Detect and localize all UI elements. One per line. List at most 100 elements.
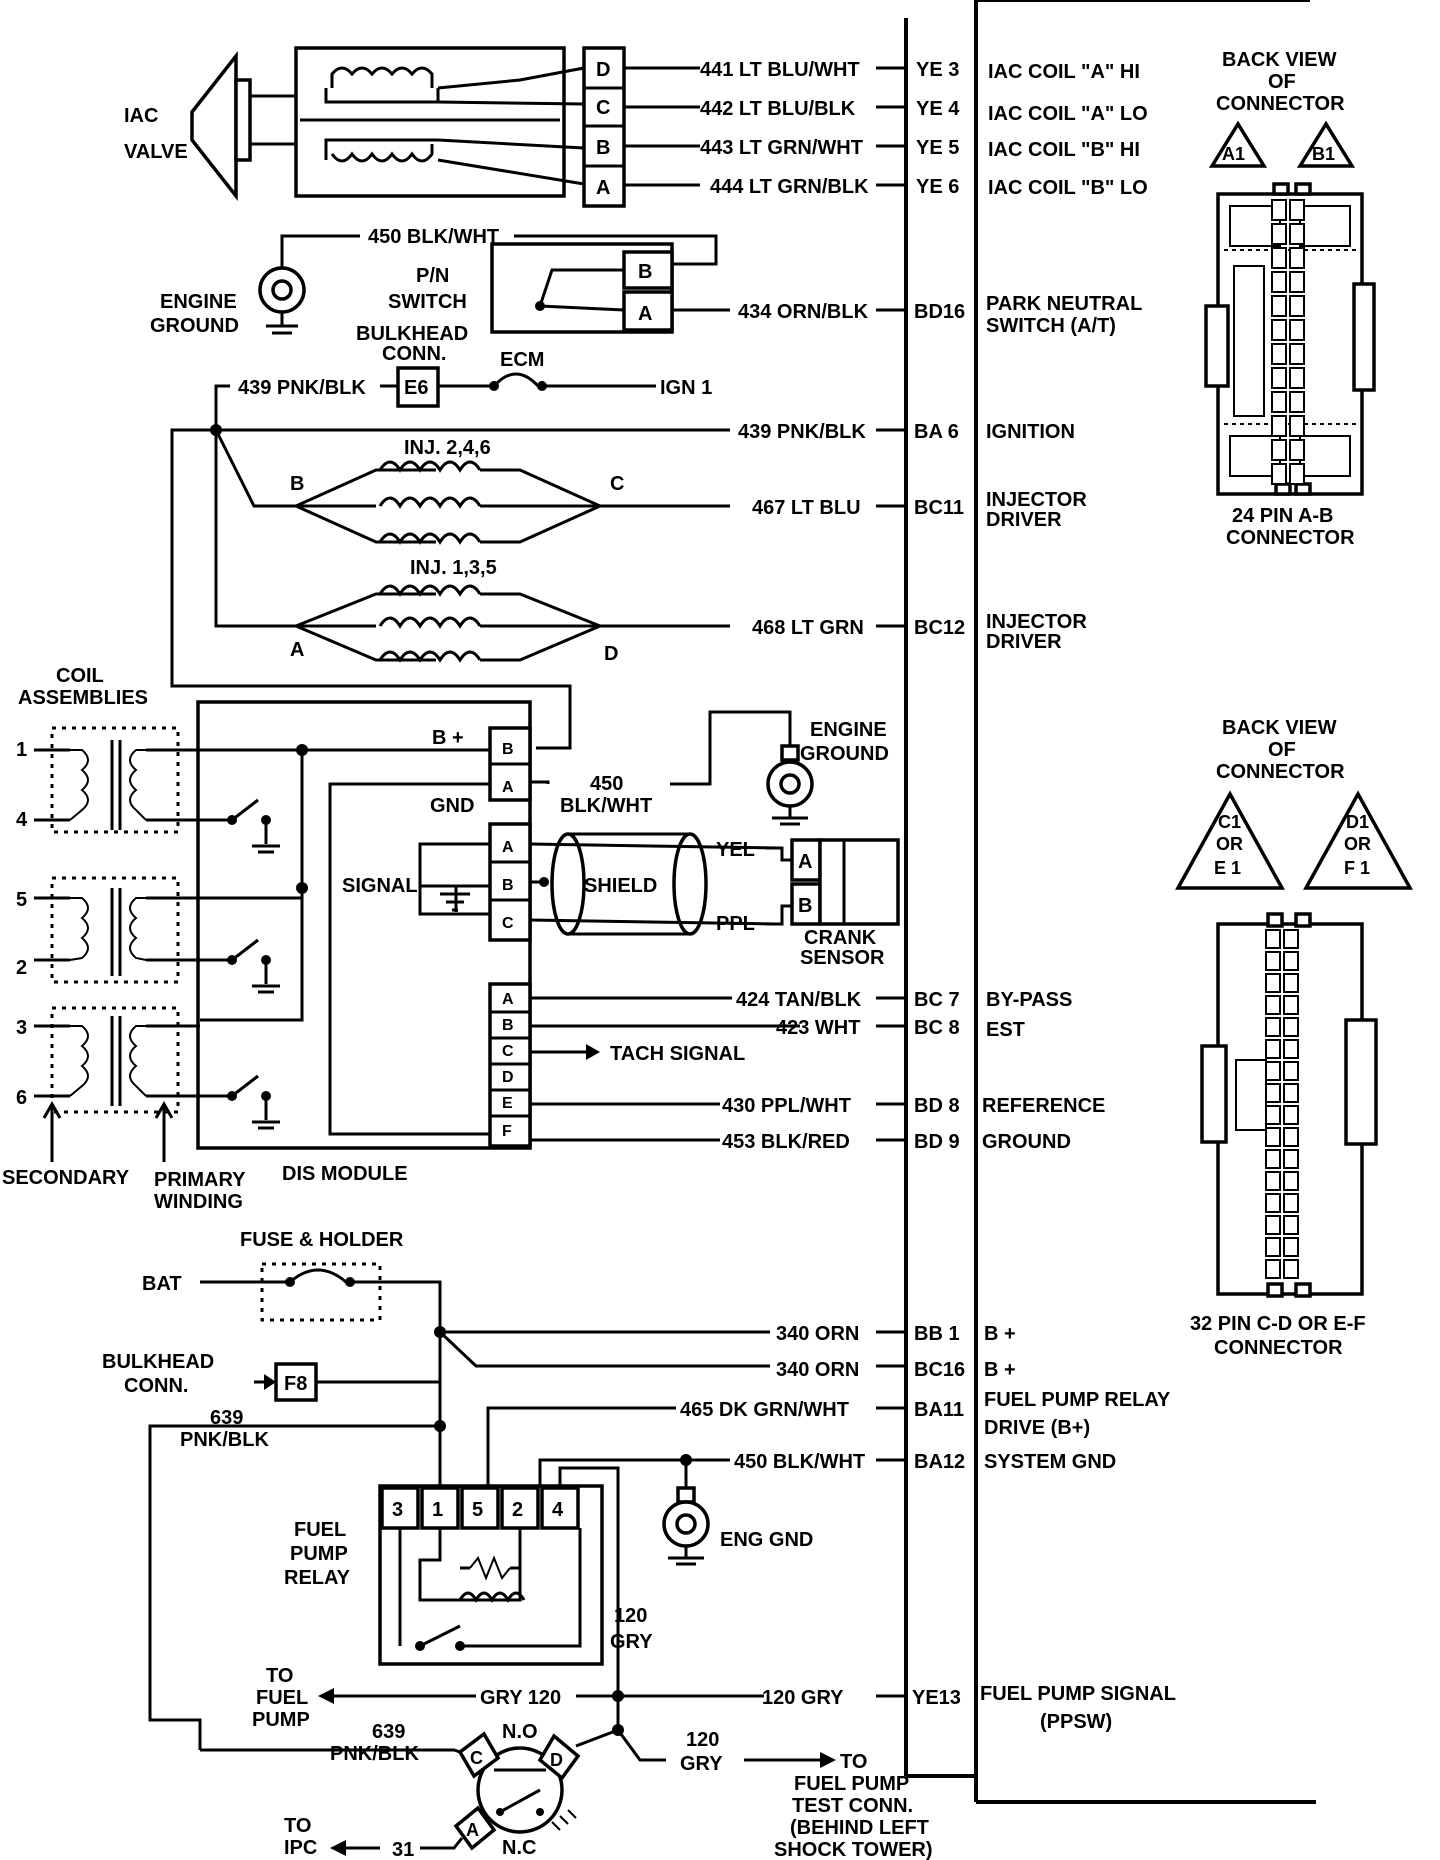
connector-pin-cavity	[1283, 1237, 1299, 1257]
crank-ppl: PPL	[716, 913, 755, 935]
to-fuel-pump: TO	[266, 1665, 293, 1687]
connector-pin-cavity	[1289, 415, 1305, 437]
ab-tri-a1: A1	[1222, 144, 1245, 164]
connector-pin-cavity	[1289, 223, 1305, 245]
fuse-holder-label: FUSE & HOLDER	[240, 1229, 404, 1251]
to-ipc: TO	[284, 1815, 311, 1837]
ecm-pin-bc16: BC16	[914, 1359, 965, 1381]
test-wire-120: 120	[686, 1729, 719, 1751]
eng-gnd-label: ENG GND	[720, 1529, 813, 1551]
oil-pin-c: C	[470, 1748, 483, 1768]
cd-caption-2: CONNECTOR	[1214, 1337, 1343, 1359]
coil-num-2: 2	[16, 957, 27, 979]
connector-pin-cavity	[1289, 199, 1305, 221]
connector-pin-cavity	[1283, 1215, 1299, 1235]
ecm-pin-bc12: BC12	[914, 617, 965, 639]
iac-pin-b: B	[596, 137, 610, 159]
inj-246-wire: 467 LT BLU	[752, 497, 861, 519]
connector-pin-cavity	[1283, 1083, 1299, 1103]
ecm-pin-ye6: YE 6	[916, 176, 959, 198]
dis-wire-430: 430 PPL/WHT	[722, 1095, 851, 1117]
fuel-wire-120-2: GRY	[610, 1631, 653, 1653]
dis-conn1-pin-a: A	[502, 779, 514, 796]
relay-label: FUEL	[294, 1519, 346, 1541]
dis-engine-ground-2: GROUND	[800, 743, 889, 765]
oil-639: 639	[372, 1721, 405, 1743]
fuel-wire-639-2: PNK/BLK	[180, 1429, 269, 1451]
dis-gnd-wire: 450	[590, 773, 623, 795]
func-reference: REFERENCE	[982, 1095, 1105, 1117]
ab-caption: 24 PIN A-B	[1232, 505, 1334, 527]
func-iac-b-hi: IAC COIL "B" HI	[988, 139, 1140, 161]
func-iac-a-hi: IAC COIL "A" HI	[988, 61, 1140, 83]
inj-246-left: B	[290, 473, 304, 495]
iac-wire-441: 441 LT BLU/WHT	[700, 59, 860, 81]
oil-639-2: PNK/BLK	[330, 1743, 419, 1765]
fuel-wire-340b: 340 ORN	[776, 1359, 859, 1381]
inj-135-left: A	[290, 639, 304, 661]
connector-pin-cavity	[1265, 1017, 1281, 1037]
coil-primary-label: PRIMARY	[154, 1169, 246, 1191]
crank-yel: YEL	[716, 839, 755, 861]
injector-bank-135: INJ. 1,3,5 A D 468 LT GRN BC12 INJECTOR …	[290, 557, 1087, 665]
dis-shield-label: SHIELD	[584, 875, 657, 897]
inj-135-right: D	[604, 643, 618, 665]
func-relay-drive-2: DRIVE (B+)	[984, 1417, 1090, 1439]
cd-tri-d1-3: F 1	[1344, 858, 1370, 878]
dis-conn2-pin-c: C	[502, 915, 514, 932]
pn-label-2: SWITCH	[388, 291, 467, 313]
relay-pin-1: 1	[432, 1499, 443, 1521]
connector-pin-cavity	[1271, 343, 1287, 365]
connector-pin-cavity	[1283, 951, 1299, 971]
iac-wire-442: 442 LT BLU/BLK	[700, 98, 856, 120]
crank-pin-a: A	[798, 851, 812, 873]
connector-pin-cavity	[1271, 415, 1287, 437]
connector-pin-cavity	[1265, 1149, 1281, 1169]
connector-pin-cavity	[1265, 1237, 1281, 1257]
iac-wire-443: 443 LT GRN/WHT	[700, 137, 863, 159]
fuel-wire-120: 120	[614, 1605, 647, 1627]
connector-pin-cavity	[1265, 1061, 1281, 1081]
fuel-gnd-wire: 450 BLK/WHT	[734, 1451, 865, 1473]
func-system-gnd: SYSTEM GND	[984, 1451, 1116, 1473]
connector-24pin-view: BACK VIEW OF CONNECTOR A1 B1 24 PIN A-B …	[1204, 49, 1376, 549]
coil-num-5: 5	[16, 889, 27, 911]
dis-conn3-pin-d: D	[502, 1069, 514, 1086]
dis-wire-424: 424 TAN/BLK	[736, 989, 862, 1011]
relay-pin-2: 2	[512, 1499, 523, 1521]
dis-gnd-label: GND	[430, 795, 474, 817]
pn-wire-top: 450 BLK/WHT	[368, 226, 499, 248]
pn-ground-label-2: GROUND	[150, 315, 239, 337]
ign-bulkhead-pin: E6	[404, 377, 428, 399]
test-conn-5: SHOCK TOWER)	[774, 1839, 933, 1860]
injector-bank-246: INJ. 2,4,6 B C 467 LT BLU BC11 INJECTOR …	[290, 437, 1087, 545]
func-relay-drive: FUEL PUMP RELAY	[984, 1389, 1171, 1411]
func-fuel-pump-signal: FUEL PUMP SIGNAL	[980, 1683, 1176, 1705]
connector-pin-cavity	[1283, 995, 1299, 1015]
func-iac-a-lo: IAC COIL "A" LO	[988, 103, 1148, 125]
dis-module: DIS MODULE B + GND SIGNAL	[196, 700, 532, 1185]
ign-wire-top: 439 PNK/BLK	[238, 377, 366, 399]
iac-pin-a: A	[596, 177, 610, 199]
inj-246-label: INJ. 2,4,6	[404, 437, 491, 459]
ign-bulkhead-label-2: CONN.	[382, 343, 446, 365]
ab-title: BACK VIEW	[1222, 49, 1337, 71]
connector-pin-cavity	[1289, 343, 1305, 365]
func-park-neutral: PARK NEUTRAL	[986, 293, 1142, 315]
connector-32pin-view: BACK VIEW OF CONNECTOR C1 OR E 1 D1 OR F…	[1175, 717, 1413, 1359]
cd-tri-c1-2: OR	[1216, 834, 1243, 854]
connector-pin-cavity	[1289, 367, 1305, 389]
ipc-wire-31: 31	[392, 1839, 414, 1860]
ecm-pin-bc8: BC 8	[914, 1017, 960, 1039]
coil-secondary-label: SECONDARY	[2, 1167, 130, 1189]
connector-pin-cavity	[1283, 1017, 1299, 1037]
func-injector-driver-1: INJECTOR	[986, 489, 1087, 511]
connector-pin-cavity	[1265, 973, 1281, 993]
connector-pin-cavity	[1265, 1039, 1281, 1059]
connector-pin-cavity	[1265, 1105, 1281, 1125]
cd-tri-c1: C1	[1218, 812, 1241, 832]
iac-valve: IAC VALVE D C B A	[124, 46, 626, 208]
connector-pin-cavity	[1283, 1259, 1299, 1279]
dis-conn3-pin-f: F	[502, 1123, 512, 1140]
cd-title-3: CONNECTOR	[1216, 761, 1345, 783]
